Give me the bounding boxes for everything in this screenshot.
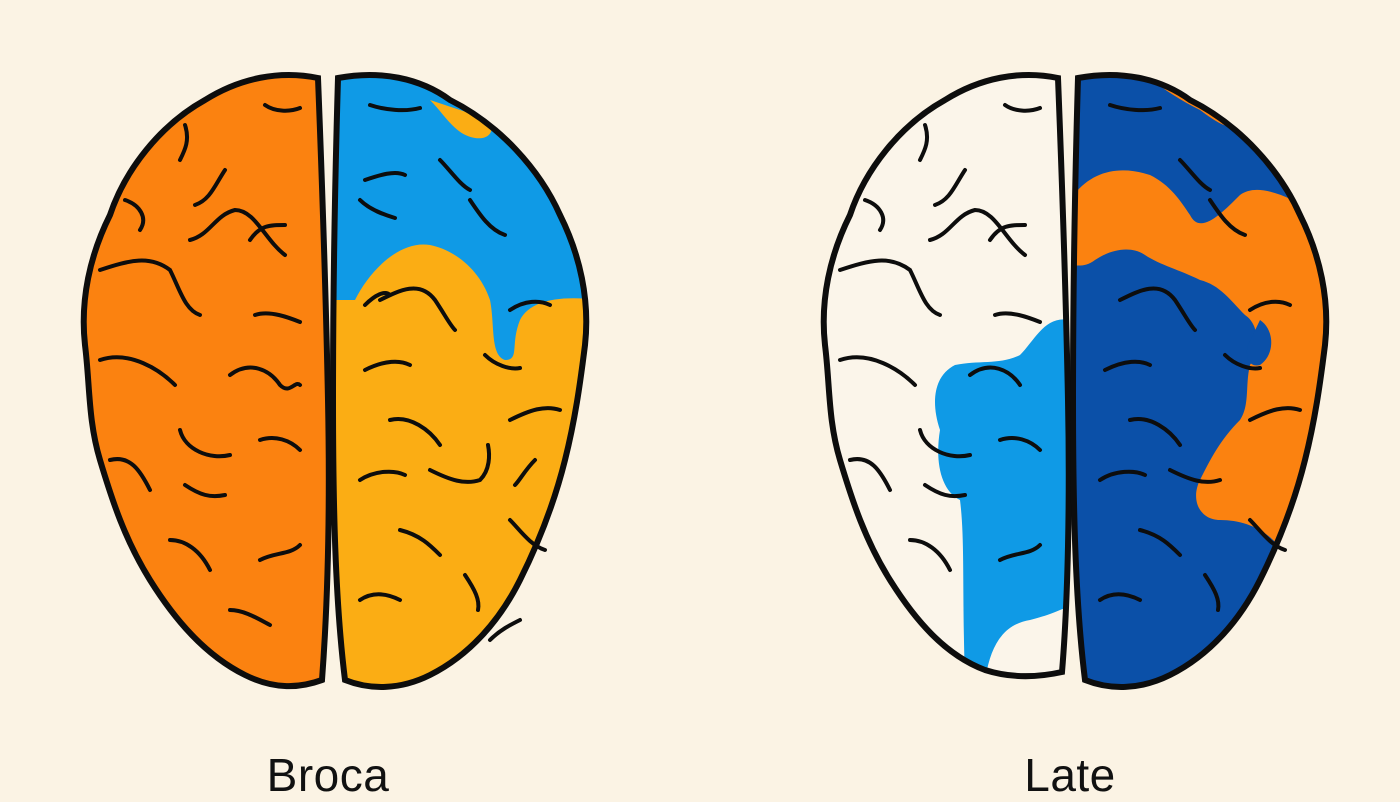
left-hemisphere-broca: [80, 71, 332, 690]
sulci-lines-late: [838, 103, 1302, 612]
panel-label-broca: Broca: [266, 749, 390, 801]
sulci-lines: [98, 103, 562, 642]
panel-label-late: Late: [1024, 749, 1116, 801]
sky-blue-region-late: [935, 319, 1069, 677]
brain-diagram-late: [820, 71, 1330, 690]
brain-diagram-broca: [80, 71, 590, 690]
brain-panel-broca: Broca: [0, 0, 700, 801]
brain-panel-late: Late: [700, 0, 1400, 801]
